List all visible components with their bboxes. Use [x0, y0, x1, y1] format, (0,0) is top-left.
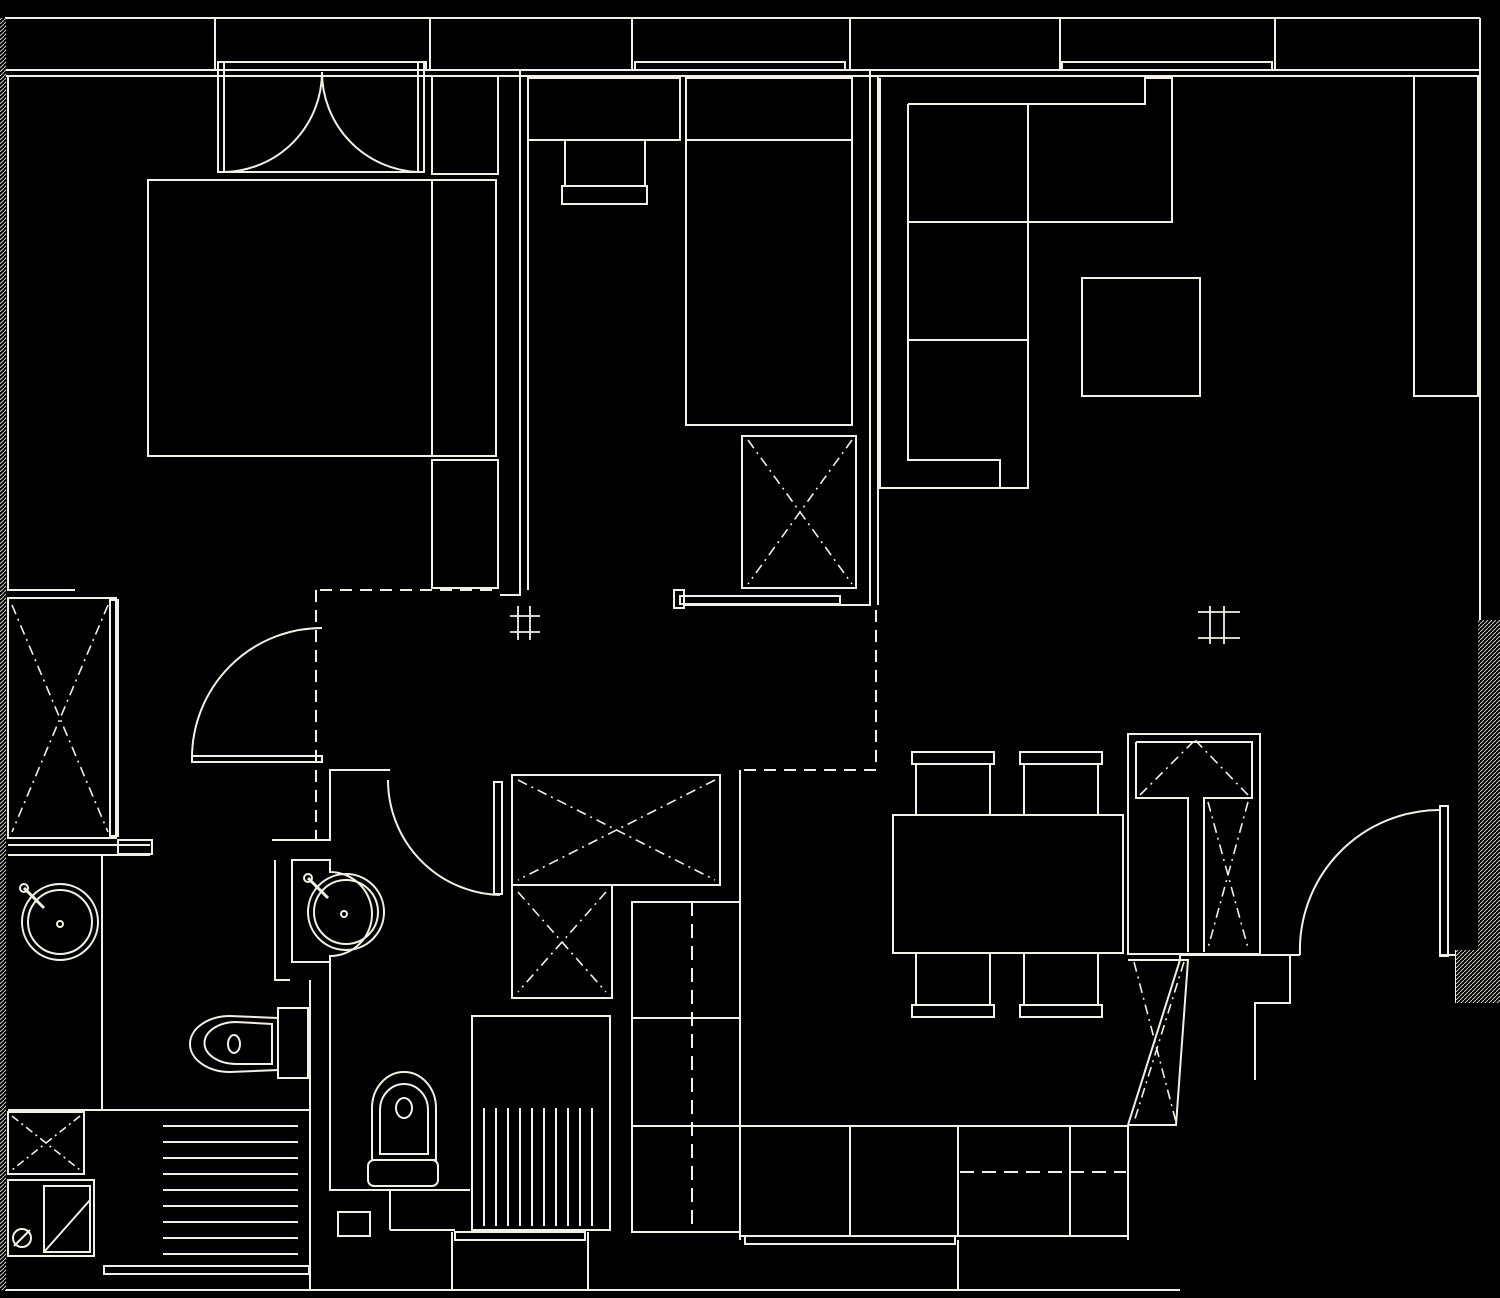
corridor-outline [315, 589, 877, 840]
living-room [879, 75, 1479, 489]
floor-drain [337, 1211, 371, 1237]
toilet [371, 1071, 437, 1161]
nightstand [431, 75, 499, 175]
entry [1127, 733, 1449, 1126]
basin [307, 873, 385, 951]
bedroom-1 [147, 61, 499, 763]
chair [911, 751, 995, 816]
tall-cabinets [631, 901, 741, 1233]
bathroom-2 [291, 859, 439, 1237]
door-swing [223, 71, 323, 173]
chair [1019, 952, 1103, 1018]
ceiling-light-icon [1198, 606, 1240, 644]
wardrobe [431, 459, 499, 589]
bedroom-2 [527, 77, 857, 609]
slats [163, 1125, 298, 1255]
double-bed [147, 179, 497, 457]
windows [103, 61, 1273, 1275]
wardrobe [741, 435, 857, 589]
cabinet-cross-icon [7, 1111, 85, 1175]
bathroom-1 [7, 597, 309, 1257]
door-swing [387, 779, 501, 896]
ceiling-light-icon [510, 606, 540, 640]
basin [21, 883, 99, 961]
toilet-tank [367, 1159, 439, 1187]
laundry-cabinet [471, 1015, 611, 1231]
exterior-walls [0, 17, 1500, 1291]
dining-area [892, 751, 1124, 1018]
entry-door-swing [1298, 809, 1441, 956]
kitchen [387, 774, 1129, 1237]
dining-table [892, 814, 1124, 954]
single-bed [685, 139, 853, 426]
chair [911, 952, 995, 1018]
shoe-cabinet [1127, 733, 1261, 955]
shower [7, 597, 117, 839]
tv-cabinet [1413, 75, 1479, 397]
vent-lines [483, 1108, 593, 1226]
counter [739, 1125, 1129, 1237]
cabinet-cross-icon [511, 774, 721, 886]
coffee-table [1081, 277, 1201, 397]
door-swing [320, 71, 419, 173]
toilet [189, 1014, 279, 1074]
water-heater [7, 1179, 95, 1257]
door-swing [191, 627, 323, 759]
chair [1019, 751, 1103, 816]
